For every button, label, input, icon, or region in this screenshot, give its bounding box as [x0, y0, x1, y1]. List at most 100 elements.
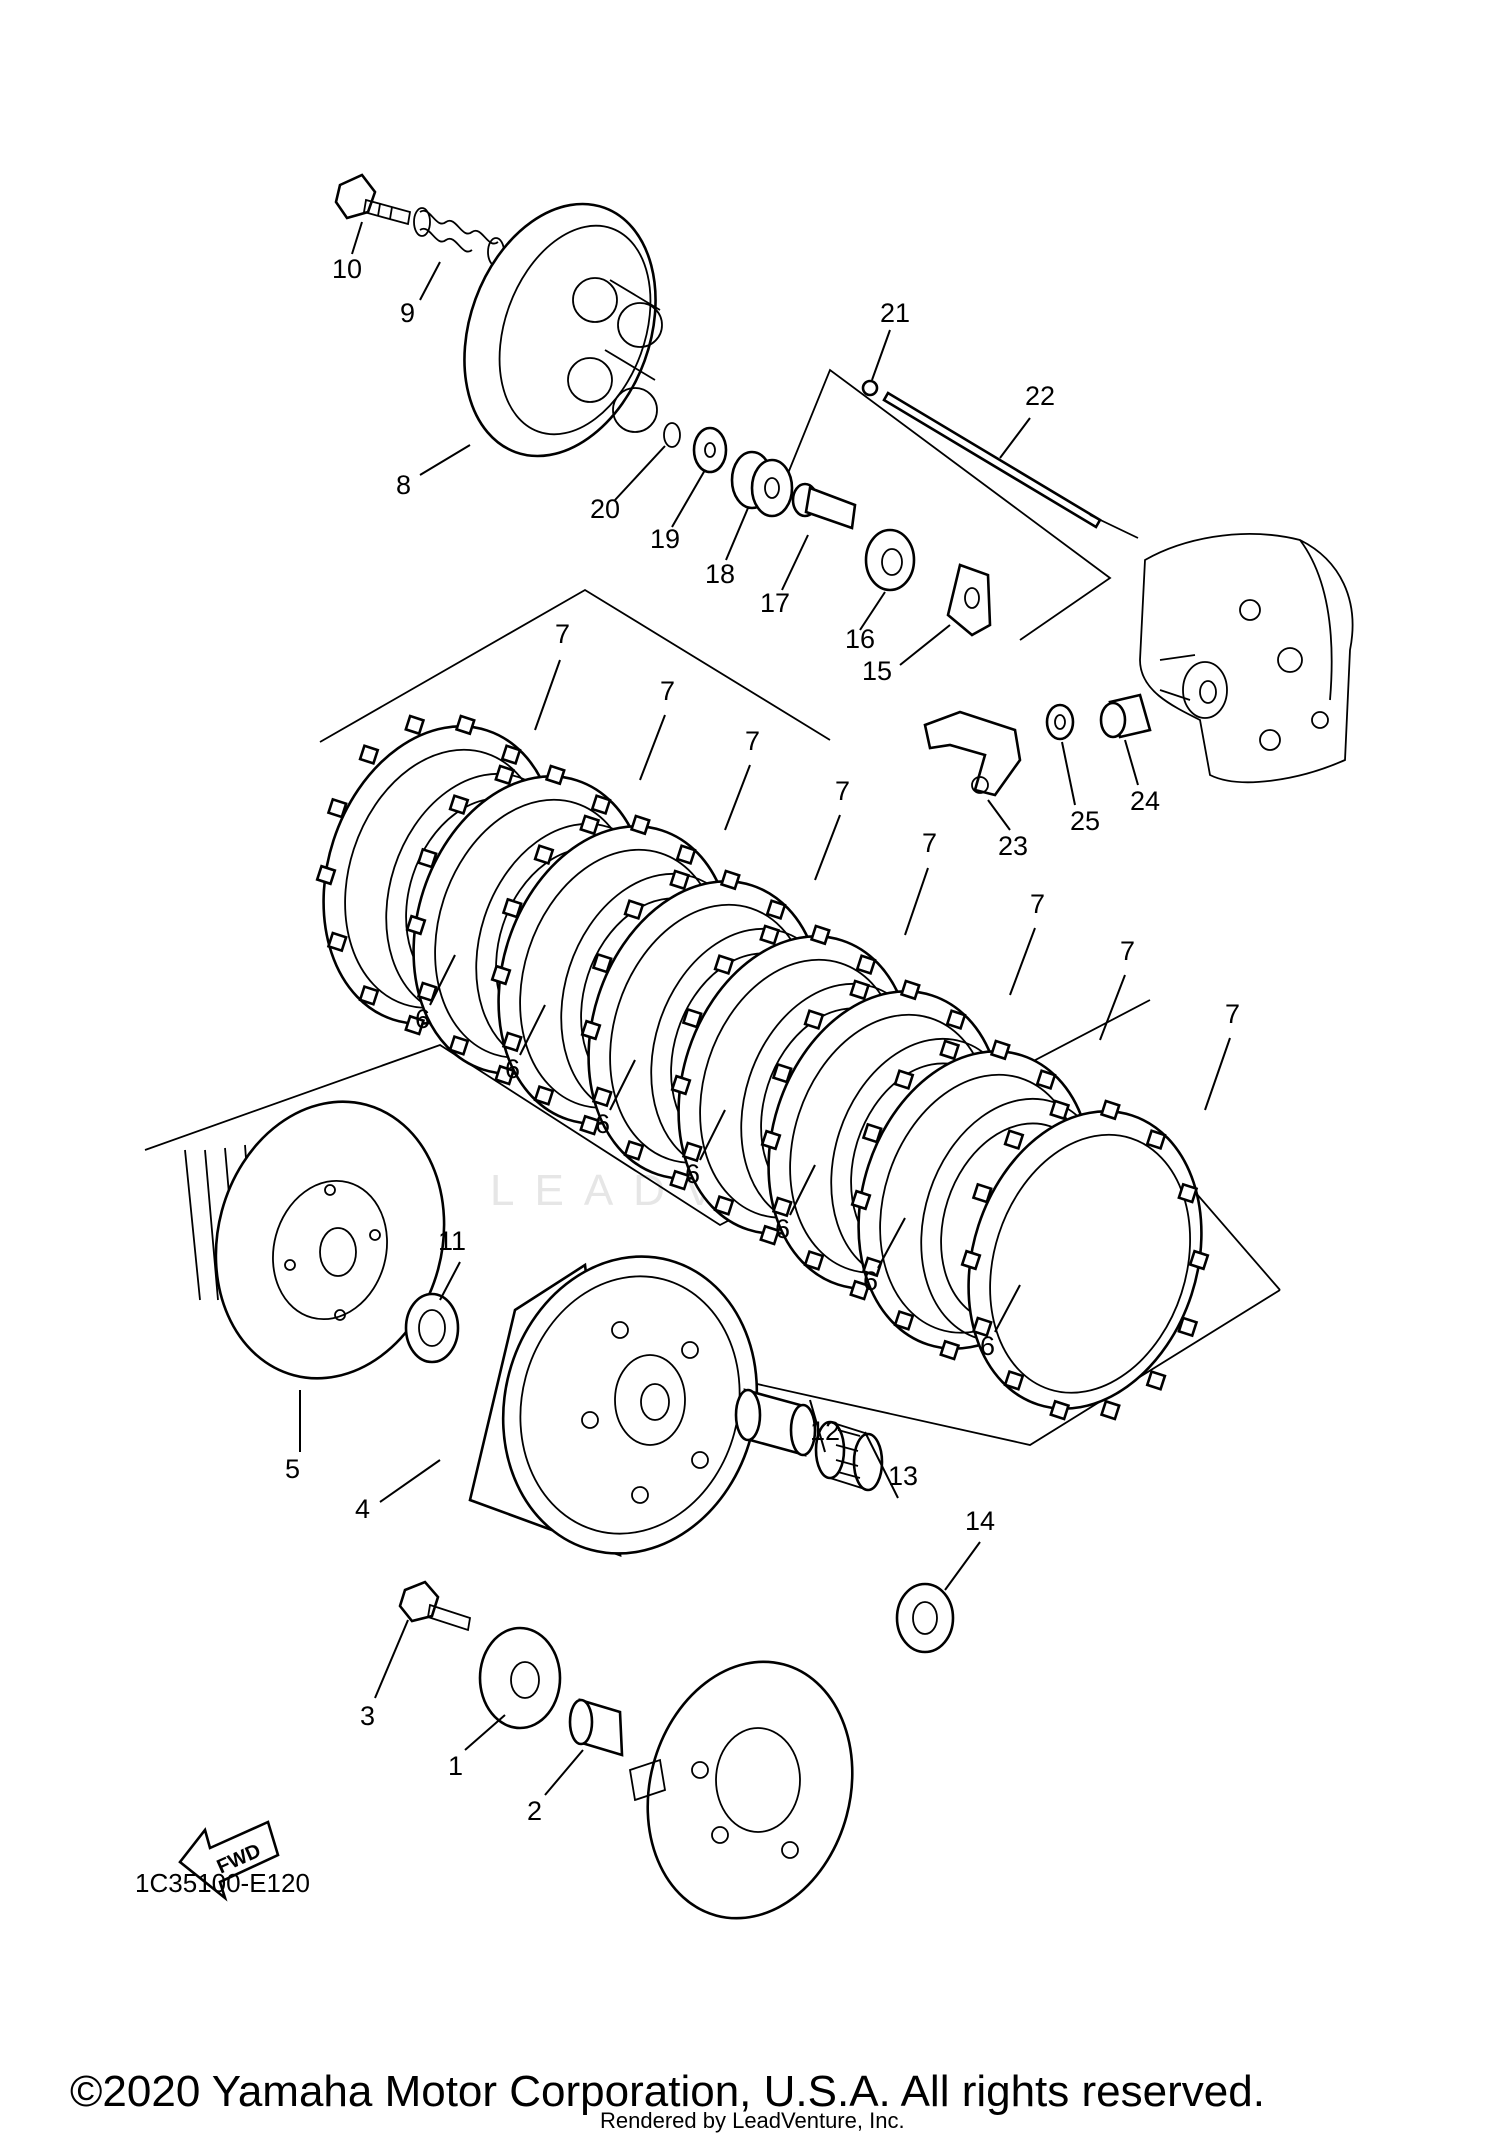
leader-line-15	[899, 624, 951, 666]
callout-part-7: 7	[922, 828, 937, 858]
leader-line-7	[534, 659, 561, 731]
leader-line-18	[725, 507, 749, 561]
callout-part-6: 6	[775, 1214, 790, 1244]
circlip-20-drawing	[663, 422, 681, 448]
pressure-plate-8-drawing	[463, 202, 663, 458]
lever-23-drawing	[923, 710, 1022, 797]
leader-line-7	[1009, 927, 1036, 996]
ball-21-drawing	[861, 379, 879, 397]
pressure-hub-5-drawing	[184, 1100, 446, 1380]
thrust-washer-11-drawing	[404, 1292, 460, 1364]
leader-lines	[299, 221, 1231, 1796]
leader-line-17	[781, 534, 809, 591]
washer-19-drawing	[692, 426, 728, 474]
callout-part-14: 14	[965, 1506, 995, 1536]
leader-line-6	[699, 1109, 726, 1161]
leader-line-7	[1099, 974, 1126, 1041]
callout-part-15: 15	[862, 656, 892, 686]
callout-part-7: 7	[555, 619, 570, 649]
leader-line-7	[904, 867, 929, 936]
callout-part-6: 6	[415, 1004, 430, 1034]
leader-line-7	[639, 714, 666, 781]
leader-line-6	[994, 1284, 1021, 1333]
plates-group-boundary	[319, 588, 831, 743]
plate-15-drawing	[946, 563, 992, 637]
callout-part-8: 8	[396, 470, 411, 500]
leader-line-7	[1204, 1037, 1231, 1111]
leader-line-6	[519, 1004, 546, 1056]
leader-line-9	[419, 261, 441, 301]
washer-25-drawing	[1045, 703, 1075, 741]
leader-line-14	[944, 1541, 981, 1591]
oil-seal-16-drawing	[864, 528, 916, 592]
callout-part-7: 7	[1120, 936, 1135, 966]
callout-part-21: 21	[880, 298, 910, 328]
callout-part-9: 9	[400, 298, 415, 328]
leader-line-6	[429, 954, 456, 1006]
leader-line-25	[1061, 741, 1076, 806]
push-rod-22-drawing	[882, 391, 1139, 539]
callout-part-22: 22	[1025, 381, 1055, 411]
callout-part-7: 7	[745, 726, 760, 756]
callout-part-11: 11	[438, 1226, 466, 1256]
leader-line-8	[419, 444, 471, 476]
plates-stack	[315, 714, 1210, 1421]
callout-part-25: 25	[1070, 806, 1100, 836]
leader-line-21	[871, 329, 891, 381]
push-rod-17-drawing	[791, 482, 857, 530]
callout-part-6: 6	[685, 1159, 700, 1189]
callout-part-7: 7	[1030, 889, 1045, 919]
leader-line-3	[374, 1619, 409, 1699]
spacer-12-drawing	[734, 1388, 817, 1457]
spring-9-drawing	[413, 207, 505, 267]
callout-part-16: 16	[845, 624, 875, 654]
leader-line-6	[789, 1164, 816, 1216]
one-way-clutch-drawing	[628, 1660, 854, 1920]
callout-part-7: 7	[835, 776, 850, 806]
leader-line-6	[877, 1217, 906, 1269]
callout-part-17: 17	[760, 588, 790, 618]
washer-14-drawing	[895, 1582, 955, 1654]
callout-part-24: 24	[1130, 786, 1160, 816]
upper-group-boundary	[777, 368, 1112, 641]
part-callouts: 1098212220191817161525242377777777666666…	[285, 254, 1240, 1826]
render-credit: Rendered by LeadVenture, Inc.	[600, 2108, 905, 2133]
callout-part-23: 23	[998, 831, 1028, 861]
callout-part-3: 3	[360, 1701, 375, 1731]
primary-gear-1-drawing	[478, 1626, 562, 1730]
leader-line-19	[671, 469, 706, 528]
collar-2-drawing	[568, 1698, 624, 1757]
bearing-18-drawing	[730, 450, 794, 518]
leader-line-7	[814, 814, 841, 881]
leader-line-1	[464, 1714, 506, 1751]
leader-line-23	[987, 799, 1011, 831]
leader-line-2	[544, 1749, 584, 1796]
callout-part-13: 13	[888, 1461, 918, 1491]
callout-part-18: 18	[705, 559, 735, 589]
callout-part-1: 1	[448, 1751, 463, 1781]
callout-part-5: 5	[285, 1454, 300, 1484]
callout-part-7: 7	[660, 676, 675, 706]
callout-part-10: 10	[332, 254, 362, 284]
bolt-10-drawing	[334, 173, 412, 226]
leader-line-7	[724, 764, 751, 831]
callout-part-6: 6	[980, 1331, 995, 1361]
fwd-arrow-icon: FWD	[178, 1820, 280, 1902]
callout-part-4: 4	[355, 1494, 370, 1524]
leader-line-12	[809, 1399, 826, 1453]
leader-line-16	[859, 591, 886, 631]
collar-24-drawing	[1099, 693, 1152, 739]
diagram-code: 1C35100-E120	[135, 1868, 310, 1898]
leader-line-22	[999, 417, 1031, 459]
callout-part-20: 20	[590, 494, 620, 524]
bolt-3-drawing	[398, 1580, 472, 1632]
callout-part-19: 19	[650, 524, 680, 554]
friction-plate-drawing	[960, 1099, 1210, 1421]
callout-part-6: 6	[505, 1054, 520, 1084]
crankcase-fragment-drawing	[1139, 533, 1354, 784]
callout-part-6: 6	[863, 1266, 878, 1296]
leader-line-24	[1124, 739, 1139, 786]
leader-line-10	[351, 221, 363, 255]
callout-part-6: 6	[595, 1109, 610, 1139]
